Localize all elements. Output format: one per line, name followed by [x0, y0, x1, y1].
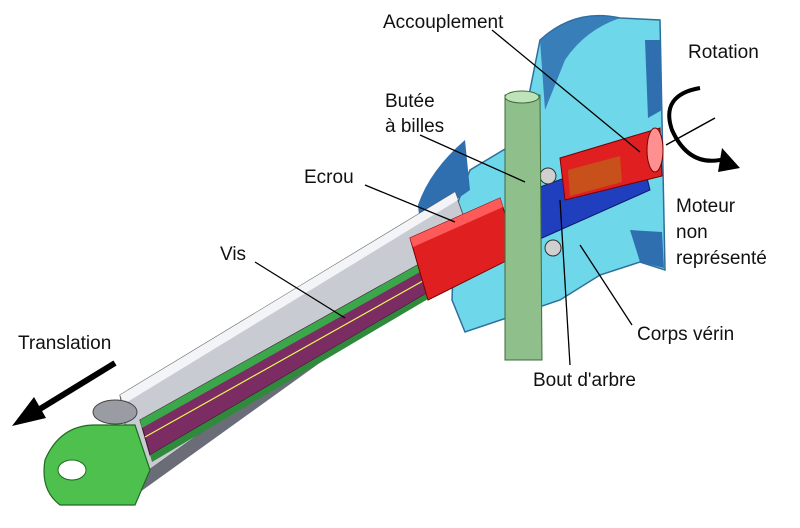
label-accouplement: Accouplement — [383, 12, 504, 33]
label-corps-verin: Corps vérin — [637, 324, 735, 345]
label-moteur-line3: représenté — [676, 248, 767, 269]
end-piece — [43, 424, 151, 506]
label-butee-line2: à billes — [385, 116, 445, 137]
rotation-arrow-icon — [665, 86, 740, 172]
translation-arrow-icon — [12, 360, 117, 426]
label-moteur-line2: non — [676, 222, 708, 243]
leader-lines — [254, 29, 641, 366]
label-vis: Vis — [220, 244, 247, 265]
label-butee-line1: Butée — [385, 91, 435, 112]
label-bout-arbre: Bout d'arbre — [533, 370, 636, 391]
label-ecrou: Ecrou — [304, 167, 354, 188]
coupling — [559, 127, 664, 201]
label-translation: Translation — [18, 333, 112, 354]
label-moteur-line1: Moteur — [676, 196, 736, 217]
label-rotation: Rotation — [688, 42, 759, 63]
guide-pin — [504, 90, 543, 361]
